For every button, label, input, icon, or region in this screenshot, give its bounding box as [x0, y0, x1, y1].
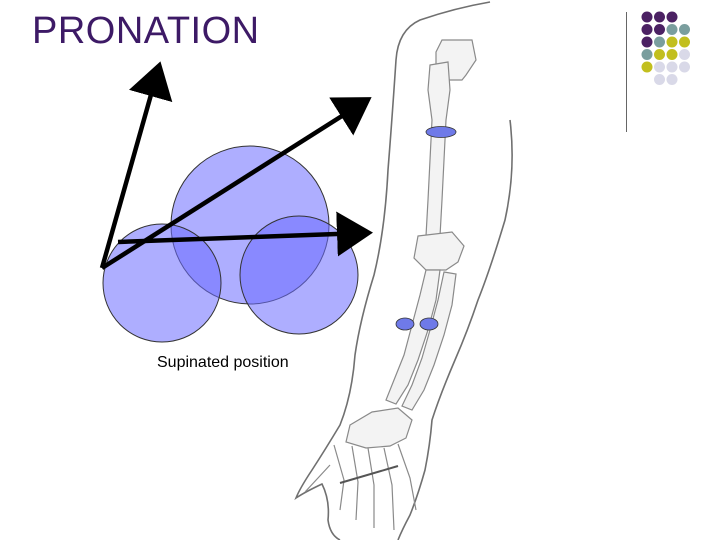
- arm-skin-outline: [294, 1, 513, 540]
- marker-upper: [425, 126, 457, 138]
- decor-dot: [654, 74, 665, 85]
- decor-dot: [679, 61, 690, 73]
- decor-dot: [679, 24, 690, 35]
- arrow-horizontal: [117, 211, 373, 257]
- force-circles: [102, 145, 359, 343]
- decor-dot: [666, 61, 678, 73]
- arrow-vertical: [99, 61, 173, 269]
- decor-dot: [654, 11, 665, 23]
- marker-lower-right: [419, 317, 439, 331]
- decor-divider-line: [626, 12, 627, 132]
- decor-dot: [641, 49, 653, 60]
- decor-dot: [654, 49, 665, 60]
- decor-dot-grid: [641, 11, 690, 85]
- force-arrows: [99, 61, 373, 270]
- decor-dot: [654, 61, 665, 73]
- decor-dot: [666, 74, 678, 85]
- decor-dot: [679, 36, 690, 48]
- decor-dot: [641, 24, 653, 35]
- decor-dot: [641, 61, 653, 73]
- circle-right: [239, 215, 359, 335]
- decor-dot: [679, 49, 690, 60]
- marker-lower-left: [395, 317, 415, 331]
- decor-dot: [641, 36, 653, 48]
- arm-bones: [304, 39, 477, 531]
- circle-left: [102, 223, 222, 343]
- decor-dot: [654, 36, 665, 48]
- decor-dot: [666, 49, 678, 60]
- decor-dot: [666, 36, 678, 48]
- slide-title: PRONATION: [32, 10, 260, 52]
- decor-dot: [654, 24, 665, 35]
- decor-dot: [666, 24, 678, 35]
- decor-dot: [641, 11, 653, 23]
- decor-dot: [666, 11, 678, 23]
- caption-supinated-position: Supinated position: [157, 354, 289, 371]
